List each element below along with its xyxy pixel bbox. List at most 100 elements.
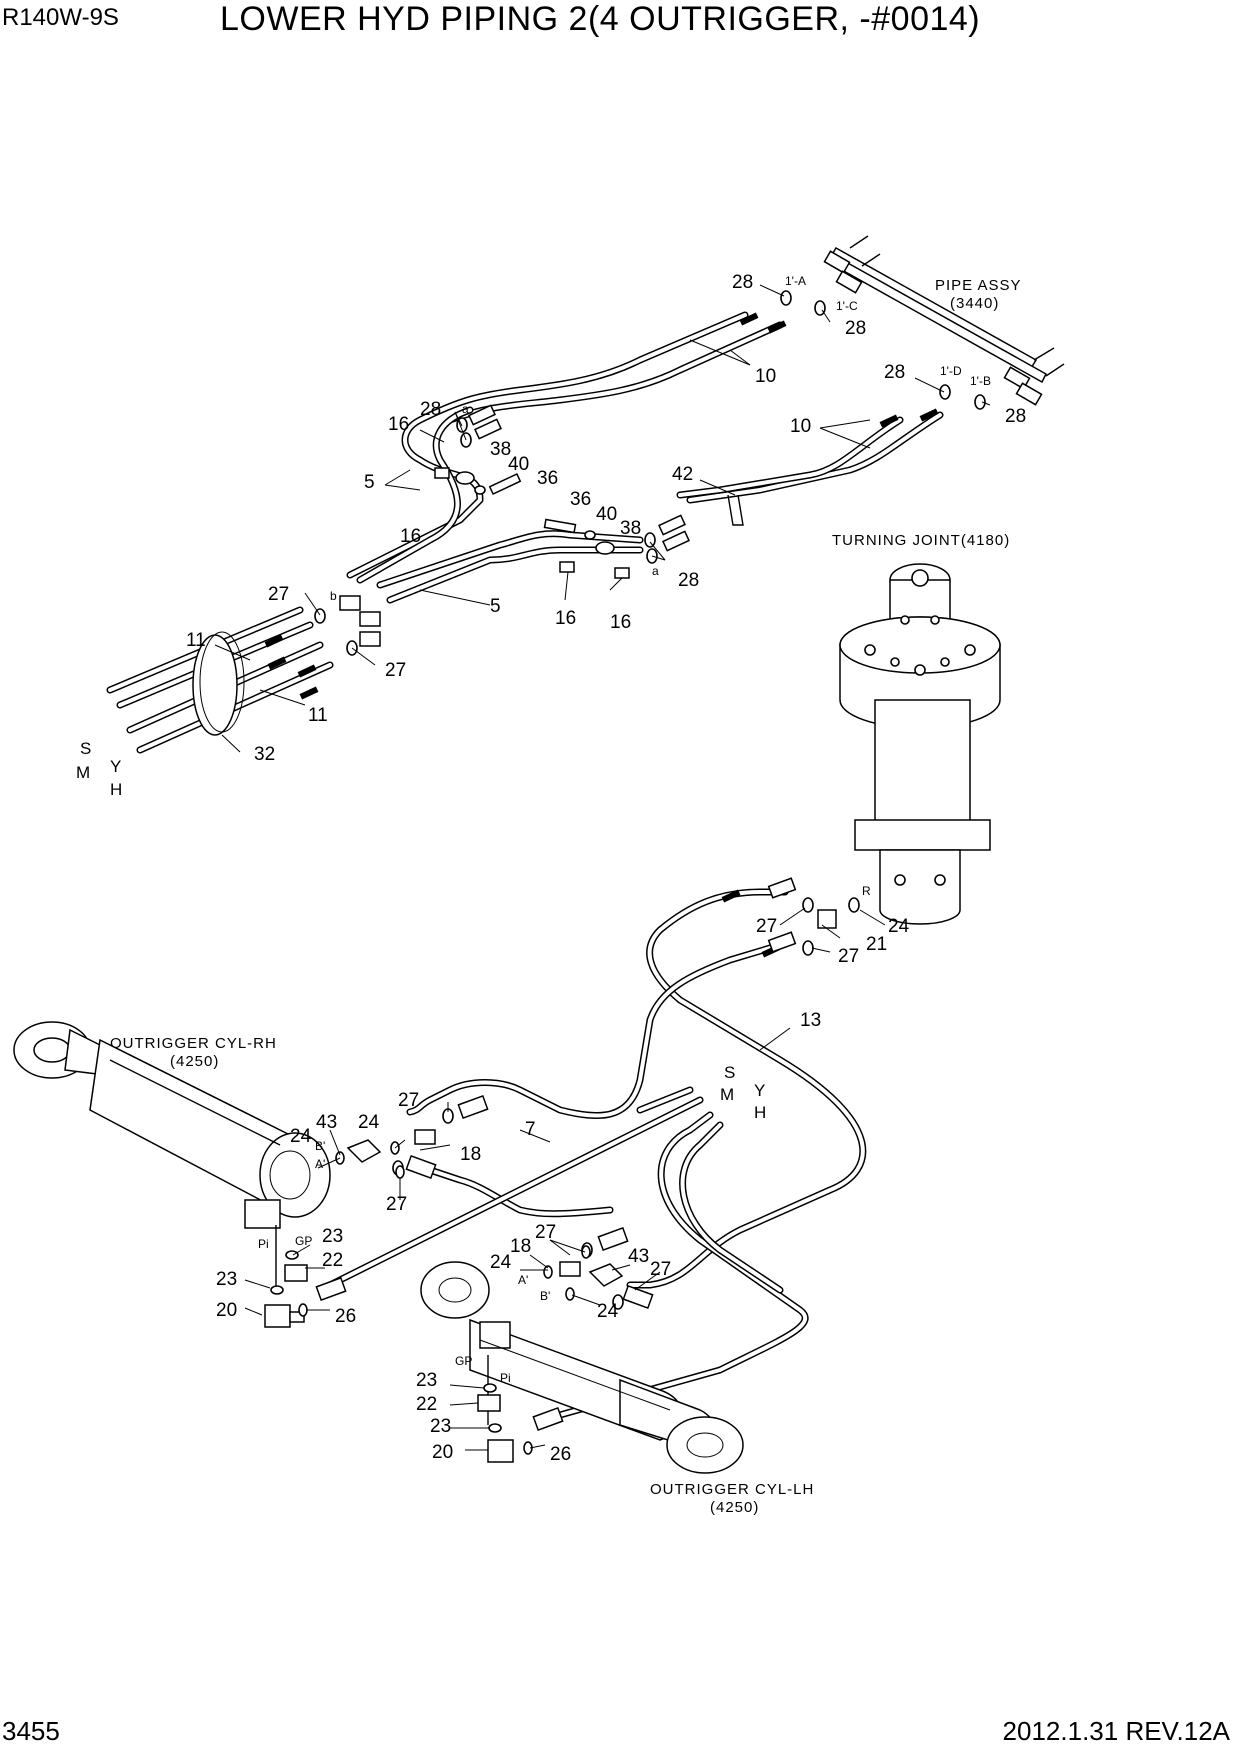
- port-pi-rh: Pi: [258, 1237, 269, 1251]
- cyl-rh-ref: (4250): [170, 1053, 219, 1070]
- line-s-upper: S: [80, 739, 91, 758]
- upper-hoses: [106, 311, 944, 754]
- port-a-prime-rh: A': [315, 1157, 325, 1171]
- port-r: R: [862, 884, 871, 898]
- callout-11: 11: [308, 705, 328, 726]
- turning-joint: TURNING JOINT(4180): [832, 532, 1010, 925]
- callout-18: 18: [460, 1144, 481, 1165]
- callout-5: 5: [490, 596, 501, 617]
- leader-lines: [214, 284, 991, 1451]
- callout-40: 40: [508, 454, 529, 475]
- callout-24: 24: [290, 1126, 312, 1147]
- callout-11: 11: [186, 630, 206, 651]
- callout-27: 27: [268, 584, 289, 605]
- line-y-upper: Y: [110, 757, 121, 776]
- outrigger-cylinder-rh: OUTRIGGER CYL-RH (4250): [13, 1021, 436, 1328]
- callout-10: 10: [790, 416, 811, 437]
- pipe-assy-ref: (3440): [950, 295, 999, 312]
- port-1a: 1'-A: [785, 274, 806, 288]
- port-1b: 1'-B: [970, 374, 991, 388]
- line-m-upper: M: [76, 763, 90, 782]
- upper-fittings: [314, 290, 986, 656]
- port-1d: 1'-D: [940, 364, 962, 378]
- callout-27: 27: [385, 660, 406, 681]
- callout-32: 32: [254, 744, 275, 765]
- port-a-upper: a: [462, 402, 469, 416]
- callout-24: 24: [888, 916, 910, 937]
- port-b-prime-rh: B': [315, 1139, 325, 1153]
- port-b-prime-lh: B': [540, 1289, 550, 1303]
- port-gp-lh: GP: [455, 1354, 472, 1368]
- callout-24: 24: [490, 1252, 512, 1273]
- line-h-upper: H: [110, 780, 122, 799]
- pipe-assy-label: PIPE ASSY: [935, 277, 1022, 294]
- callout-28: 28: [678, 570, 699, 591]
- callout-26: 26: [335, 1306, 356, 1327]
- callout-13: 13: [800, 1010, 821, 1031]
- callout-7: 7: [525, 1119, 536, 1140]
- callout-36: 36: [570, 489, 591, 510]
- callout-23: 23: [416, 1370, 437, 1391]
- callout-40: 40: [596, 504, 617, 525]
- port-1c: 1'-C: [836, 299, 858, 313]
- callout-20: 20: [432, 1442, 453, 1463]
- callout-38: 38: [490, 439, 511, 460]
- callout-18: 18: [510, 1236, 531, 1257]
- callout-21: 21: [866, 934, 887, 955]
- cyl-lh-label: OUTRIGGER CYL-LH: [650, 1481, 814, 1498]
- callout-43: 43: [628, 1246, 649, 1267]
- date-revision: 2012.1.31 REV.12A: [1002, 1716, 1230, 1746]
- line-h-lower: H: [754, 1103, 766, 1122]
- callout-16: 16: [555, 608, 576, 629]
- line-s-lower: S: [724, 1063, 735, 1082]
- port-gp-rh: GP: [295, 1234, 312, 1248]
- port-a-lower: a: [652, 564, 659, 578]
- callout-5: 5: [364, 472, 375, 493]
- callout-23: 23: [430, 1416, 451, 1437]
- outrigger-cylinder-lh: OUTRIGGER CYL-LH (4250): [420, 1245, 814, 1516]
- callout-42: 42: [672, 464, 693, 485]
- callout-28: 28: [845, 318, 866, 339]
- port-b: b: [330, 589, 337, 603]
- callout-28: 28: [420, 399, 441, 420]
- port-a-prime-lh: A': [518, 1273, 528, 1287]
- port-labels: 1'-A 1'-C 1'-D 1'-B a a b R S M Y H S M …: [76, 274, 991, 1385]
- lower-hoses: [315, 877, 867, 1431]
- callout-22: 22: [416, 1394, 437, 1415]
- callout-20: 20: [216, 1300, 237, 1321]
- model-code: R140W-9S: [2, 4, 119, 31]
- callout-36: 36: [537, 468, 558, 489]
- callout-23: 23: [216, 1269, 237, 1290]
- callout-22: 22: [322, 1250, 343, 1271]
- turning-joint-label: TURNING JOINT(4180): [832, 532, 1010, 549]
- callout-38: 38: [620, 518, 641, 539]
- callout-28: 28: [732, 272, 753, 293]
- callout-27: 27: [386, 1194, 407, 1215]
- callout-27: 27: [398, 1090, 419, 1111]
- callout-10: 10: [755, 366, 776, 387]
- callout-26: 26: [550, 1444, 571, 1465]
- callout-43: 43: [316, 1112, 337, 1133]
- callout-16: 16: [388, 414, 409, 435]
- callout-28: 28: [884, 362, 905, 383]
- callout-numbers: 28 28 10 28 28 10 28 16 38 40 36 5 16 42…: [186, 272, 1026, 1465]
- page-title: LOWER HYD PIPING 2(4 OUTRIGGER, -#0014): [220, 0, 981, 38]
- callout-23: 23: [322, 1226, 343, 1247]
- cyl-lh-ref: (4250): [710, 1499, 759, 1516]
- page-number: 3455: [2, 1716, 60, 1746]
- callout-16: 16: [400, 526, 421, 547]
- pipe-assy: PIPE ASSY (3440): [823, 235, 1065, 406]
- cyl-rh-label: OUTRIGGER CYL-RH: [110, 1035, 277, 1052]
- callout-27: 27: [756, 916, 777, 937]
- port-pi-lh: Pi: [500, 1371, 511, 1385]
- callout-24: 24: [358, 1112, 380, 1133]
- callout-16: 16: [610, 612, 631, 633]
- line-m-lower: M: [720, 1085, 734, 1104]
- callout-27: 27: [650, 1259, 671, 1280]
- callout-28: 28: [1005, 406, 1026, 427]
- line-y-lower: Y: [754, 1081, 765, 1100]
- callout-27: 27: [838, 946, 859, 967]
- callout-24: 24: [597, 1301, 619, 1322]
- callout-27: 27: [535, 1222, 556, 1243]
